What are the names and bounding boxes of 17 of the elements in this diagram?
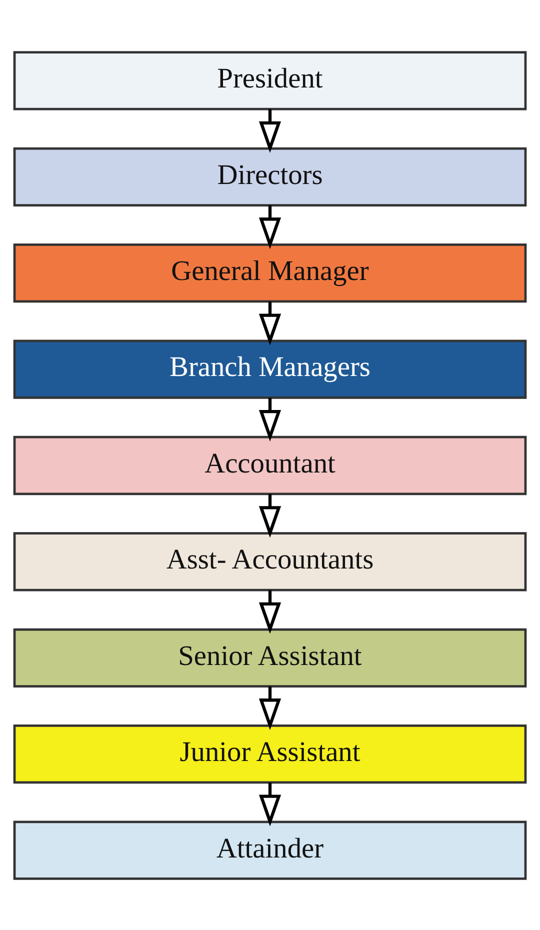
arrow	[258, 301, 282, 345]
arrow	[258, 204, 282, 249]
arrow	[258, 494, 282, 538]
arrow	[258, 590, 282, 634]
node-box: Branch Managers	[13, 339, 527, 398]
arrow	[258, 686, 282, 730]
node-box: Junior Assistant	[13, 724, 527, 784]
arrow	[258, 397, 282, 442]
node-box: Attainder	[13, 820, 527, 880]
node-box: General Manager	[13, 243, 527, 302]
arrow	[258, 108, 282, 152]
node-box: President	[13, 50, 527, 110]
node-box: Senior Assistant	[13, 628, 527, 687]
node-box: Directors	[13, 146, 527, 206]
arrow	[258, 782, 282, 826]
node-box: Asst- Accountants	[13, 532, 527, 591]
node-box: Accountant	[13, 435, 527, 495]
